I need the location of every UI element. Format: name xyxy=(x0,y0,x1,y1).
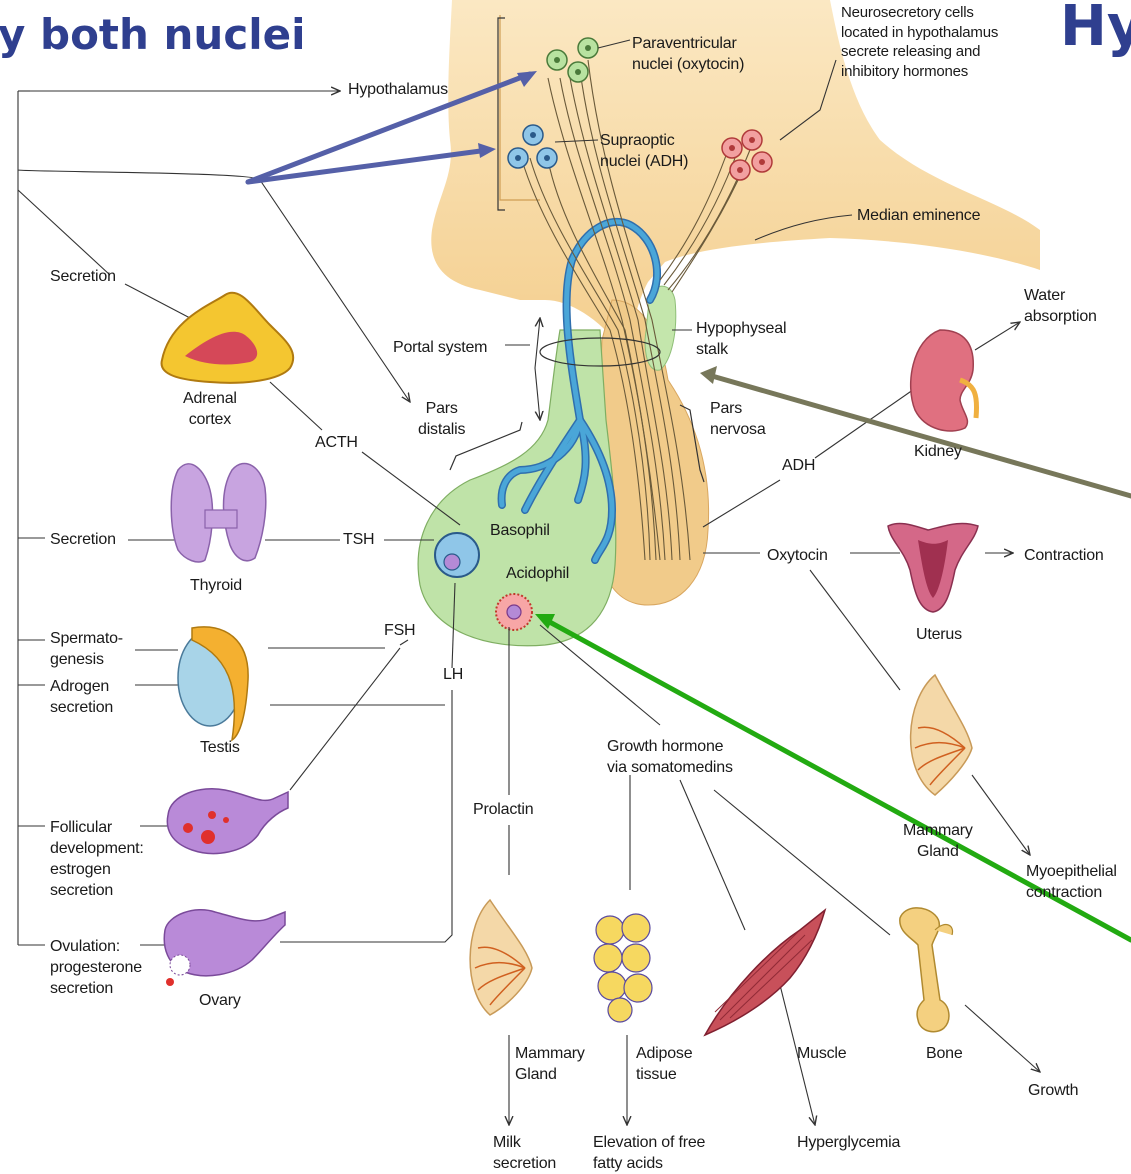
label-prolactin: Prolactin xyxy=(473,799,533,820)
label-fsh: FSH xyxy=(384,620,415,641)
label-uterus: Uterus xyxy=(916,624,962,645)
label-growth-hormone: Growth hormone via somatomedins xyxy=(607,736,733,778)
label-secretion-thyroid: Secretion xyxy=(50,529,116,550)
label-adh: ADH xyxy=(782,455,815,476)
label-bone: Bone xyxy=(926,1043,963,1064)
label-median-eminence: Median eminence xyxy=(857,205,980,226)
mammary-gland-right xyxy=(911,675,972,795)
label-portal-system: Portal system xyxy=(393,337,487,358)
label-ovary: Ovary xyxy=(199,990,241,1011)
label-muscle: Muscle xyxy=(797,1043,846,1064)
label-oxytocin: Oxytocin xyxy=(767,545,828,566)
thyroid-gland xyxy=(171,463,266,561)
label-supraoptic: Supraoptic nuclei (ADH) xyxy=(600,130,688,172)
label-follicular: Follicular development: estrogen secreti… xyxy=(50,817,144,901)
label-basophil: Basophil xyxy=(490,520,550,541)
label-paraventricular: Paraventricular nuclei (oxytocin) xyxy=(632,33,744,75)
uterus-organ xyxy=(888,523,978,612)
basophil-cell xyxy=(435,533,479,577)
adipose-tissue xyxy=(594,914,652,1022)
label-tsh: TSH xyxy=(343,529,374,550)
label-mammary-gland-bottom: Mammary Gland xyxy=(515,1043,585,1085)
label-acidophil: Acidophil xyxy=(506,563,569,584)
slide-title-right: Hy xyxy=(1060,0,1131,66)
bone-organ xyxy=(900,908,953,1032)
adrenal-gland xyxy=(162,293,294,383)
acidophil-cell xyxy=(496,594,532,630)
label-neurosecretory: Neurosecretory cells located in hypothal… xyxy=(841,3,998,81)
label-mammary-gland-right: Mammary Gland xyxy=(903,820,973,862)
label-adrenal-cortex: Adrenal cortex xyxy=(183,388,237,430)
kidney-organ xyxy=(911,330,977,431)
label-water-absorption: Water absorption xyxy=(1024,285,1097,327)
label-hyperglycemia: Hyperglycemia xyxy=(797,1132,900,1153)
label-ovulation: Ovulation: progesterone secretion xyxy=(50,936,142,999)
label-adrogen-secretion: Adrogen secretion xyxy=(50,676,113,718)
label-pars-nervosa: Pars nervosa xyxy=(710,398,766,440)
label-myoepithelial: Myoepithelial contraction xyxy=(1026,861,1117,903)
ovary-follicular xyxy=(167,789,288,854)
muscle-tissue xyxy=(705,910,825,1035)
label-thyroid: Thyroid xyxy=(190,575,242,596)
ovary-ovulation xyxy=(164,910,285,986)
label-acth: ACTH xyxy=(315,432,358,453)
testis-organ xyxy=(178,627,248,740)
label-kidney: Kidney xyxy=(914,441,962,462)
label-spermatogenesis: Spermato- genesis xyxy=(50,628,123,670)
label-testis: Testis xyxy=(200,737,240,758)
mammary-gland-bottom xyxy=(470,900,532,1015)
label-free-fatty-acids: Elevation of free fatty acids xyxy=(593,1132,705,1174)
label-lh: LH xyxy=(443,664,463,685)
label-milk-secretion: Milk secretion xyxy=(493,1132,556,1174)
label-contraction: Contraction xyxy=(1024,545,1104,566)
label-hypophyseal-stalk: Hypophyseal stalk xyxy=(696,318,786,360)
slide-title-left: y both nuclei xyxy=(0,0,306,70)
label-secretion-adrenal: Secretion xyxy=(50,266,116,287)
label-hypothalamus: Hypothalamus xyxy=(348,79,448,100)
label-growth: Growth xyxy=(1028,1080,1078,1101)
label-adipose-tissue: Adipose tissue xyxy=(636,1043,692,1085)
label-pars-distalis: Pars distalis xyxy=(418,398,465,440)
